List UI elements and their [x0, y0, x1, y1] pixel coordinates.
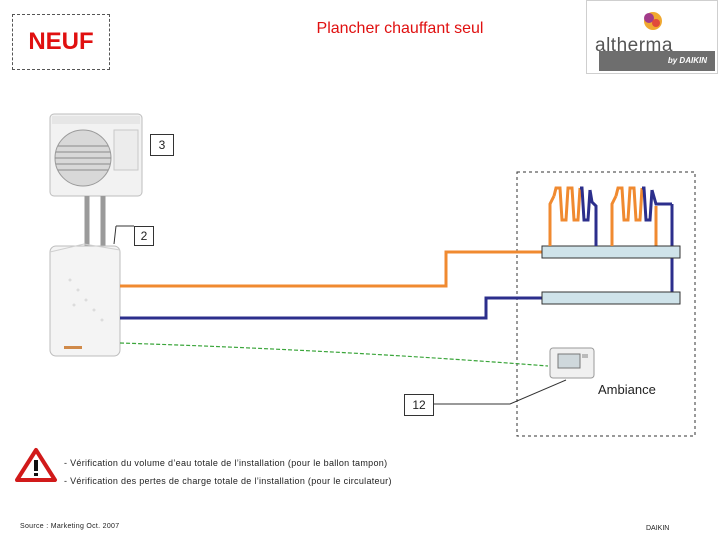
- outdoor-unit: [49, 113, 143, 197]
- page-title: Plancher chauffant seul: [316, 20, 484, 37]
- logo-band: [599, 51, 715, 71]
- label-3: 3: [150, 134, 174, 156]
- room-thermostat: [549, 347, 595, 379]
- warning-icon: [15, 448, 57, 482]
- neuf-badge: NEUF: [12, 14, 110, 70]
- logo-daikin: by DAIKIN: [667, 56, 707, 65]
- label-2-pointer: [113, 225, 117, 245]
- ambiance-label: Ambiance: [598, 382, 656, 397]
- altherma-logo-mark: [644, 12, 662, 30]
- refrigerant-pipes: [84, 196, 106, 246]
- daikin-footer: DAIKIN: [646, 525, 670, 532]
- heating-loop-1: [548, 186, 598, 246]
- note-volume: - Vérification du volume d’eau totale de…: [64, 458, 388, 468]
- supply-manifold: [541, 245, 681, 259]
- return-manifold: [541, 291, 681, 305]
- altherma-logo: altherma by DAIKIN: [586, 0, 718, 74]
- indoor-unit: [49, 243, 121, 357]
- communication-line: [119, 342, 549, 367]
- note-pressure-loss: - Vérification des pertes de charge tota…: [64, 476, 392, 486]
- label-12-pointer: [434, 379, 567, 405]
- logo-wordmark: altherma: [595, 35, 673, 56]
- source-footer: Source : Marketing Oct. 2007: [20, 523, 120, 530]
- supply-pipe: [120, 206, 658, 288]
- heating-loop-2: [610, 186, 672, 246]
- label-2: 2: [134, 226, 154, 246]
- room-boundary: [516, 171, 696, 437]
- label-12: 12: [404, 394, 434, 416]
- return-pipe: [120, 204, 674, 320]
